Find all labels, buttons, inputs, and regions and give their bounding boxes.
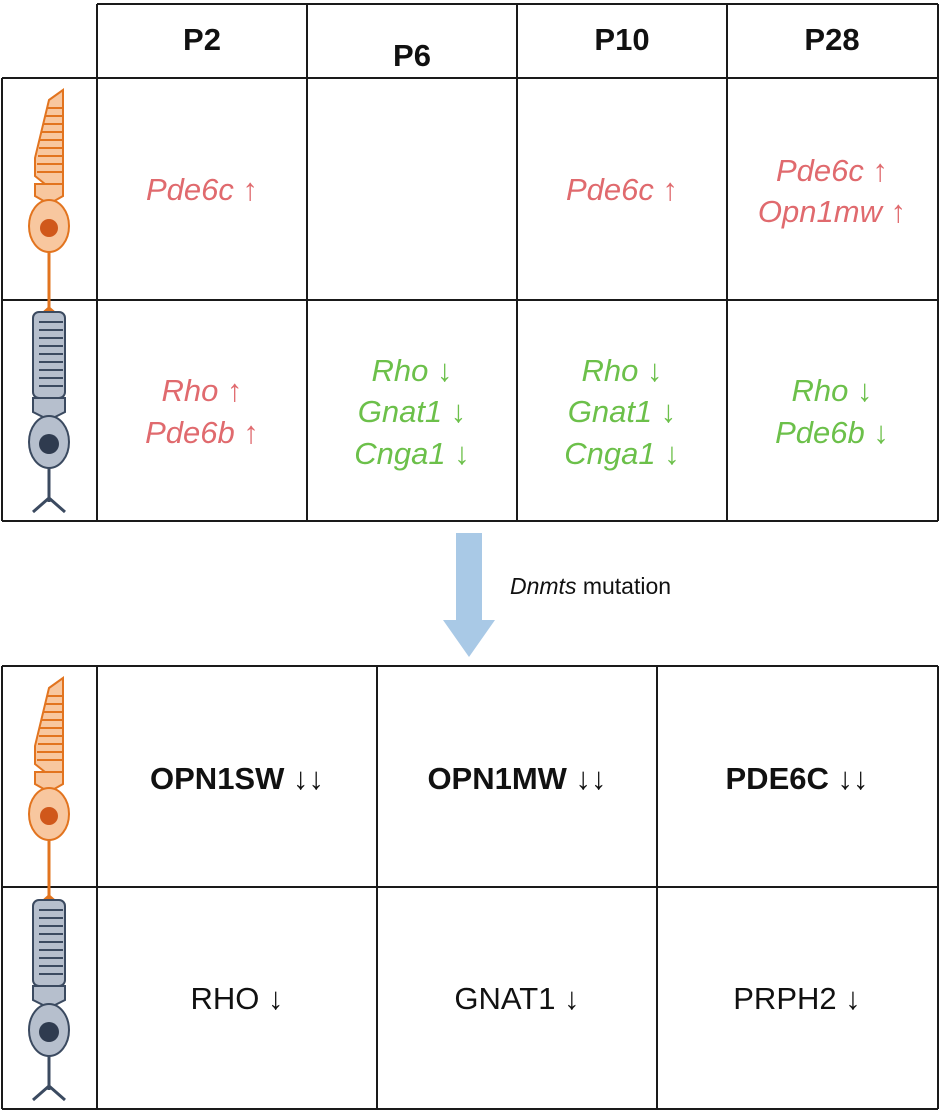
transition-arrow bbox=[443, 533, 495, 657]
cone-photoreceptor-icon-2 bbox=[27, 676, 71, 912]
transition-label: Dnmts mutation bbox=[510, 573, 671, 599]
rod-protein-2: GNAT1 ↓ bbox=[454, 981, 579, 1016]
transition-label-italic: Dnmts bbox=[510, 573, 577, 599]
cone-protein-1: OPN1SW ↓↓ bbox=[150, 761, 324, 796]
bottom-table: OPN1SW ↓↓ OPN1MW ↓↓ PDE6C ↓↓ RHO ↓ GNAT1… bbox=[1, 665, 939, 1110]
rod-protein-1: RHO ↓ bbox=[191, 981, 284, 1016]
transition-label-rest: mutation bbox=[576, 573, 671, 599]
cone-protein-3: PDE6C ↓↓ bbox=[726, 761, 869, 796]
rod-photoreceptor-icon-2 bbox=[27, 898, 71, 1102]
header-p6: P6 bbox=[393, 38, 431, 73]
rod-gene-p28-1: Rho ↓ bbox=[792, 373, 873, 408]
rod-protein-3: PRPH2 ↓ bbox=[733, 981, 860, 1016]
rod-photoreceptor-icon bbox=[27, 310, 71, 514]
cone-gene-p10: Pde6c ↑ bbox=[566, 172, 678, 207]
rod-gene-p10-1: Rho ↓ bbox=[582, 353, 663, 388]
rod-gene-p6-3: Cnga1 ↓ bbox=[354, 436, 469, 471]
cone-photoreceptor-icon bbox=[27, 88, 71, 324]
cone-protein-2: OPN1MW ↓↓ bbox=[427, 761, 606, 796]
header-p2: P2 bbox=[183, 22, 221, 57]
cone-gene-p2: Pde6c ↑ bbox=[146, 172, 258, 207]
rod-gene-p6-2: Gnat1 ↓ bbox=[358, 394, 467, 429]
rod-gene-p10-2: Gnat1 ↓ bbox=[568, 394, 677, 429]
rod-gene-p2-2: Pde6b ↑ bbox=[145, 415, 259, 450]
rod-gene-p28-2: Pde6b ↓ bbox=[775, 415, 889, 450]
rod-gene-p6-1: Rho ↓ bbox=[372, 353, 453, 388]
cone-gene-p28-2: Opn1mw ↑ bbox=[758, 194, 906, 229]
rod-gene-p10-3: Cnga1 ↓ bbox=[564, 436, 679, 471]
rod-gene-p2-1: Rho ↑ bbox=[162, 373, 243, 408]
header-p10: P10 bbox=[594, 22, 649, 57]
header-p28: P28 bbox=[804, 22, 859, 57]
top-table: P2 P6 P10 P28 Pde6c ↑ Pde6c ↑ Pde6c ↑ Op… bbox=[1, 3, 939, 522]
cone-gene-p28-1: Pde6c ↑ bbox=[776, 153, 888, 188]
